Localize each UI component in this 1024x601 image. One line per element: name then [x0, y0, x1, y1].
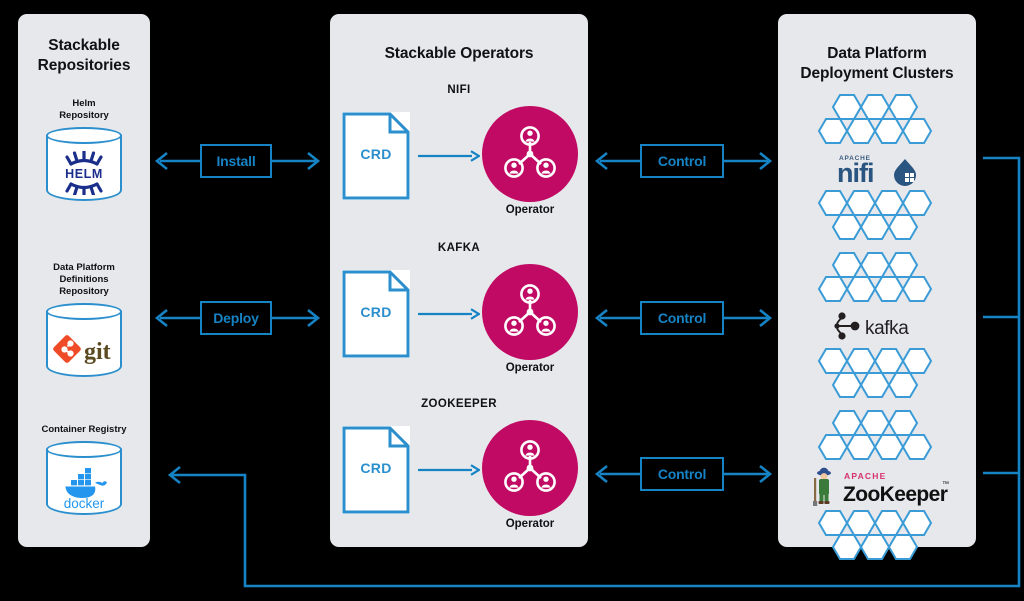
- operator-caption-kafka: Operator: [505, 362, 555, 374]
- cluster-group-nifi[interactable]: APACHE nifi: [778, 92, 976, 244]
- crd-document-kafka[interactable]: CRD: [342, 270, 410, 358]
- panel-data-platform-deployment-clusters: Data Platform Deployment Clusters: [778, 14, 976, 547]
- zookeeper-logo: APACHE ZooKeeper ™: [778, 464, 976, 508]
- svg-text:APACHE: APACHE: [844, 471, 886, 481]
- panel-clusters-title: Data Platform Deployment Clusters: [778, 44, 976, 85]
- crd-document-nifi[interactable]: CRD: [342, 112, 410, 200]
- connector-label-control-kafka[interactable]: Control: [640, 301, 724, 335]
- panel-repositories-title-line1: Stackable: [48, 37, 120, 54]
- svg-text:docker: docker: [64, 496, 105, 510]
- honeycomb-icon-top-kafka: [817, 252, 933, 302]
- operator-row-kafka-name: KAFKA: [437, 242, 481, 254]
- svg-text:nifi: nifi: [837, 158, 874, 187]
- operator-row-zookeeper[interactable]: ZOOKEEPER CRD: [330, 398, 588, 530]
- svg-text:kafka: kafka: [865, 318, 909, 339]
- repo-git-label-line1: Data Platform: [53, 262, 115, 273]
- repo-docker-label-line1: Container Registry: [41, 424, 127, 435]
- operator-icon-kafka[interactable]: [482, 264, 578, 360]
- panel-stackable-repositories: Stackable Repositories Helm Repository: [18, 14, 150, 547]
- panel-clusters-title-line1: Data Platform: [827, 45, 927, 62]
- cluster-group-kafka[interactable]: kafka: [778, 250, 976, 402]
- arrow-crd-to-operator-zookeeper: [418, 464, 480, 476]
- svg-text:HELM: HELM: [65, 167, 103, 181]
- git-logo: git: [46, 325, 122, 373]
- nifi-logo: APACHE nifi: [778, 148, 976, 188]
- repo-item-git-label: Data Platform Definitions Repository: [18, 262, 150, 298]
- cluster-group-zookeeper[interactable]: APACHE ZooKeeper ™: [778, 408, 976, 564]
- cylinder-top: [46, 441, 122, 459]
- cylinder-top: [46, 303, 122, 321]
- repo-cylinder-docker: docker: [46, 441, 122, 523]
- repo-cylinder-git: git: [46, 303, 122, 385]
- repo-item-git[interactable]: Data Platform Definitions Repository: [18, 262, 150, 385]
- repo-item-docker[interactable]: Container Registry: [18, 424, 150, 523]
- operator-icon-nifi[interactable]: [482, 106, 578, 202]
- honeycomb-icon-top-zookeeper: [817, 410, 933, 460]
- crd-label-zookeeper: CRD: [360, 460, 392, 476]
- operator-row-nifi-body: CRD: [330, 106, 588, 216]
- panel-repositories-title: Stackable Repositories: [18, 36, 150, 77]
- svg-text:™: ™: [942, 481, 949, 488]
- operator-row-nifi-name: NIFI: [447, 84, 471, 96]
- connector-label-deploy[interactable]: Deploy: [200, 301, 272, 335]
- arrow-crd-to-operator-nifi: [418, 150, 480, 162]
- operator-row-kafka[interactable]: KAFKA CRD: [330, 242, 588, 374]
- operator-row-zookeeper-name: ZOOKEEPER: [421, 398, 497, 410]
- cylinder-top: [46, 127, 122, 145]
- crd-label-kafka: CRD: [360, 304, 392, 320]
- crd-label-nifi: CRD: [360, 146, 392, 162]
- repo-item-docker-label: Container Registry: [18, 424, 150, 436]
- repo-helm-label-line2: Repository: [59, 110, 109, 122]
- operator-row-nifi[interactable]: NIFI CRD: [330, 84, 588, 216]
- honeycomb-icon-bottom-nifi: [817, 190, 933, 240]
- arrow-crd-to-operator-kafka: [418, 308, 480, 320]
- honeycomb-icon-bottom-zookeeper: [817, 510, 933, 560]
- honeycomb-icon-top-nifi: [817, 94, 933, 144]
- panel-repositories-title-line2: Repositories: [37, 57, 131, 75]
- kafka-logo: kafka: [778, 306, 976, 346]
- operator-row-zookeeper-body: CRD: [330, 420, 588, 530]
- repo-item-helm[interactable]: Helm Repository HELM: [18, 98, 150, 209]
- operator-caption-nifi: Operator: [505, 204, 555, 216]
- svg-text:ZooKeeper: ZooKeeper: [843, 483, 948, 506]
- connector-label-control-nifi[interactable]: Control: [640, 144, 724, 178]
- docker-logo: docker: [46, 463, 122, 511]
- repo-git-label-line3: Repository: [59, 286, 109, 298]
- connector-label-control-zookeeper[interactable]: Control: [640, 457, 724, 491]
- helm-logo: HELM: [46, 149, 122, 197]
- operator-row-kafka-body: CRD: [330, 264, 588, 374]
- panel-clusters-title-line2: Deployment Clusters: [800, 65, 954, 83]
- repo-git-label-line2: Definitions: [59, 274, 109, 286]
- repo-helm-label-line1: Helm: [72, 98, 96, 109]
- crd-document-zookeeper[interactable]: CRD: [342, 426, 410, 514]
- repo-item-helm-label: Helm Repository: [18, 98, 150, 122]
- operator-icon-zookeeper[interactable]: [482, 420, 578, 516]
- connector-label-install[interactable]: Install: [200, 144, 272, 178]
- repo-cylinder-helm: HELM: [46, 127, 122, 209]
- cylinder-body: [46, 311, 122, 378]
- svg-text:APACHE: APACHE: [839, 155, 871, 162]
- honeycomb-icon-bottom-kafka: [817, 348, 933, 398]
- svg-text:git: git: [84, 339, 111, 364]
- panel-operators-title: Stackable Operators: [384, 45, 534, 62]
- operator-caption-zookeeper: Operator: [505, 518, 555, 530]
